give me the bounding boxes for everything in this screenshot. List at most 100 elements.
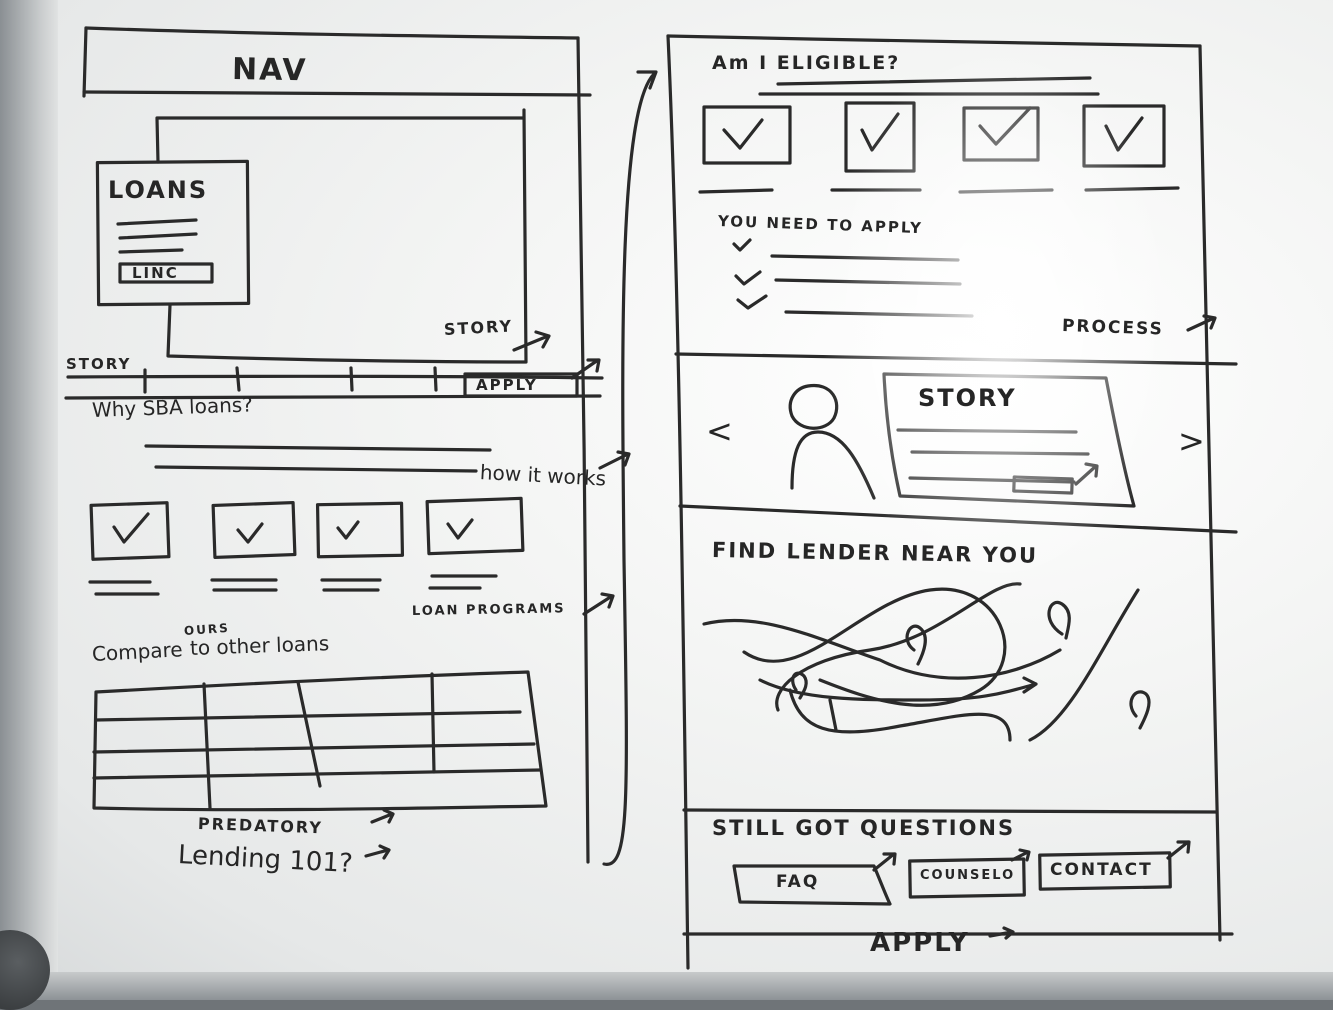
page-connector-arrow-icon <box>602 70 658 866</box>
section-divider-2 <box>678 504 1238 534</box>
map-pin-1-icon <box>905 624 927 666</box>
carousel-prev-button[interactable]: < <box>706 412 733 450</box>
link-button[interactable] <box>118 262 214 284</box>
loans-card-line-1 <box>116 218 198 226</box>
compare-col-3 <box>430 672 436 774</box>
left-wireframe <box>64 26 631 864</box>
eligible-underline <box>776 76 1092 86</box>
eligibility-check-2-icon <box>860 112 900 152</box>
need-line-3 <box>784 310 974 318</box>
eligibility-caption-3 <box>958 188 1054 194</box>
tab-divider-3 <box>349 366 354 392</box>
need-line-2 <box>774 278 962 286</box>
predatory-arrow-icon <box>370 808 395 824</box>
need-check-1-icon <box>732 238 752 252</box>
tab-story[interactable]: STORY <box>66 355 132 373</box>
apply-tab-button[interactable] <box>463 372 579 398</box>
benefit-check-1-icon <box>112 512 150 544</box>
tab-divider-2 <box>235 366 241 392</box>
eligibility-caption-1 <box>698 188 774 194</box>
benefit-tile-2 <box>211 501 297 559</box>
compare-col-1 <box>202 682 212 810</box>
board-frame-bottom <box>0 972 1333 1000</box>
benefit-check-3-icon <box>336 520 360 540</box>
faq-button-box[interactable] <box>732 864 892 906</box>
map-road-7 <box>828 698 838 732</box>
questions-heading: STILL GOT QUESTIONS <box>712 816 1016 840</box>
nav-label: NAV <box>231 52 308 89</box>
left-page-right-edge <box>576 36 590 864</box>
compare-col-2 <box>296 680 322 788</box>
loan-programs-link[interactable]: LOAN PROGRAMS <box>411 601 566 619</box>
benefit-tile-4 <box>425 496 525 556</box>
eligibility-caption-4 <box>1084 186 1180 192</box>
map-road-4 <box>758 676 1038 702</box>
map-road-1 <box>702 618 1062 680</box>
nav-divider <box>82 90 592 97</box>
lender-map[interactable] <box>702 582 1151 742</box>
left-page-left-edge <box>82 26 88 98</box>
loans-card-line-2 <box>118 232 198 240</box>
eligibility-check-3-icon <box>978 106 1032 146</box>
loans-card-line-3 <box>118 248 184 254</box>
benefit-check-2-icon <box>236 522 264 544</box>
benefit-tile-1 <box>89 501 171 561</box>
map-road-2 <box>742 587 1007 707</box>
eligible-heading: Am I ELIGIBLE? <box>712 52 901 74</box>
eligibility-check-4-icon <box>1104 116 1144 152</box>
eligibility-check-tile-1[interactable] <box>702 105 792 165</box>
story-card-title: STORY <box>918 384 1017 412</box>
link-button-label[interactable]: LINC <box>132 264 179 282</box>
story-card-line-1 <box>896 428 1078 434</box>
map-road-5 <box>788 688 1012 742</box>
eligibility-check-tile-4[interactable] <box>1082 104 1166 168</box>
process-link[interactable]: PROCESS <box>1061 316 1165 340</box>
lending-arrow-icon <box>364 844 391 860</box>
right-page-top-edge <box>666 34 1202 48</box>
process-arrow-icon <box>1186 314 1217 332</box>
compare-heading: Compare <box>91 637 184 666</box>
hero-story-link[interactable]: STORY <box>443 316 514 339</box>
why-text-line-1 <box>144 444 492 452</box>
loan-programs-arrow-icon <box>582 592 615 616</box>
compare-heading-rest: to other loans <box>189 631 330 660</box>
map-road-6 <box>1028 588 1140 742</box>
counselor-button-box[interactable] <box>908 857 1026 899</box>
apply-arrow-icon <box>988 926 1015 940</box>
faq-arrow-icon <box>872 852 897 872</box>
section-divider-1 <box>674 352 1238 366</box>
faq-button[interactable]: FAQ <box>776 872 820 892</box>
apply-button[interactable]: APPLY <box>870 928 970 958</box>
carousel-next-button[interactable]: > <box>1178 422 1205 460</box>
contact-button-box[interactable] <box>1038 851 1172 891</box>
compare-table-outline <box>92 670 548 812</box>
section-divider-3 <box>682 808 1218 814</box>
why-text-line-2 <box>154 465 478 473</box>
story-card-arrow-icon <box>1074 462 1099 486</box>
eligibility-check-tile-3[interactable] <box>962 106 1040 162</box>
map-pin-2-icon <box>1047 600 1071 640</box>
right-page-left-edge <box>666 34 690 970</box>
person-body-icon <box>790 430 876 500</box>
need-check-3-icon <box>736 294 768 310</box>
right-page-right-edge <box>1198 44 1222 942</box>
map-pin-4-icon <box>791 671 808 700</box>
counselor-button[interactable]: COUNSELO <box>920 868 1016 883</box>
need-check-2-icon <box>734 270 762 286</box>
board-frame-left <box>0 0 58 1000</box>
story-card-line-2 <box>910 450 1090 456</box>
tab-divider-4 <box>433 366 438 392</box>
apply-tab-arrow-icon <box>570 358 601 380</box>
eligibility-check-1-icon <box>722 118 764 150</box>
tab-apply[interactable]: APPLY <box>476 376 538 394</box>
person-head-icon <box>788 383 839 430</box>
need-line-1 <box>770 254 960 262</box>
contact-button[interactable]: CONTACT <box>1050 860 1153 880</box>
contact-arrow-icon <box>1166 840 1191 860</box>
loans-card-title: LOANS <box>108 176 209 204</box>
benefit-tile-3 <box>315 501 405 559</box>
hero-story-arrow-icon <box>512 330 551 352</box>
hero-box <box>155 108 528 364</box>
left-page-top-edge <box>84 26 580 40</box>
